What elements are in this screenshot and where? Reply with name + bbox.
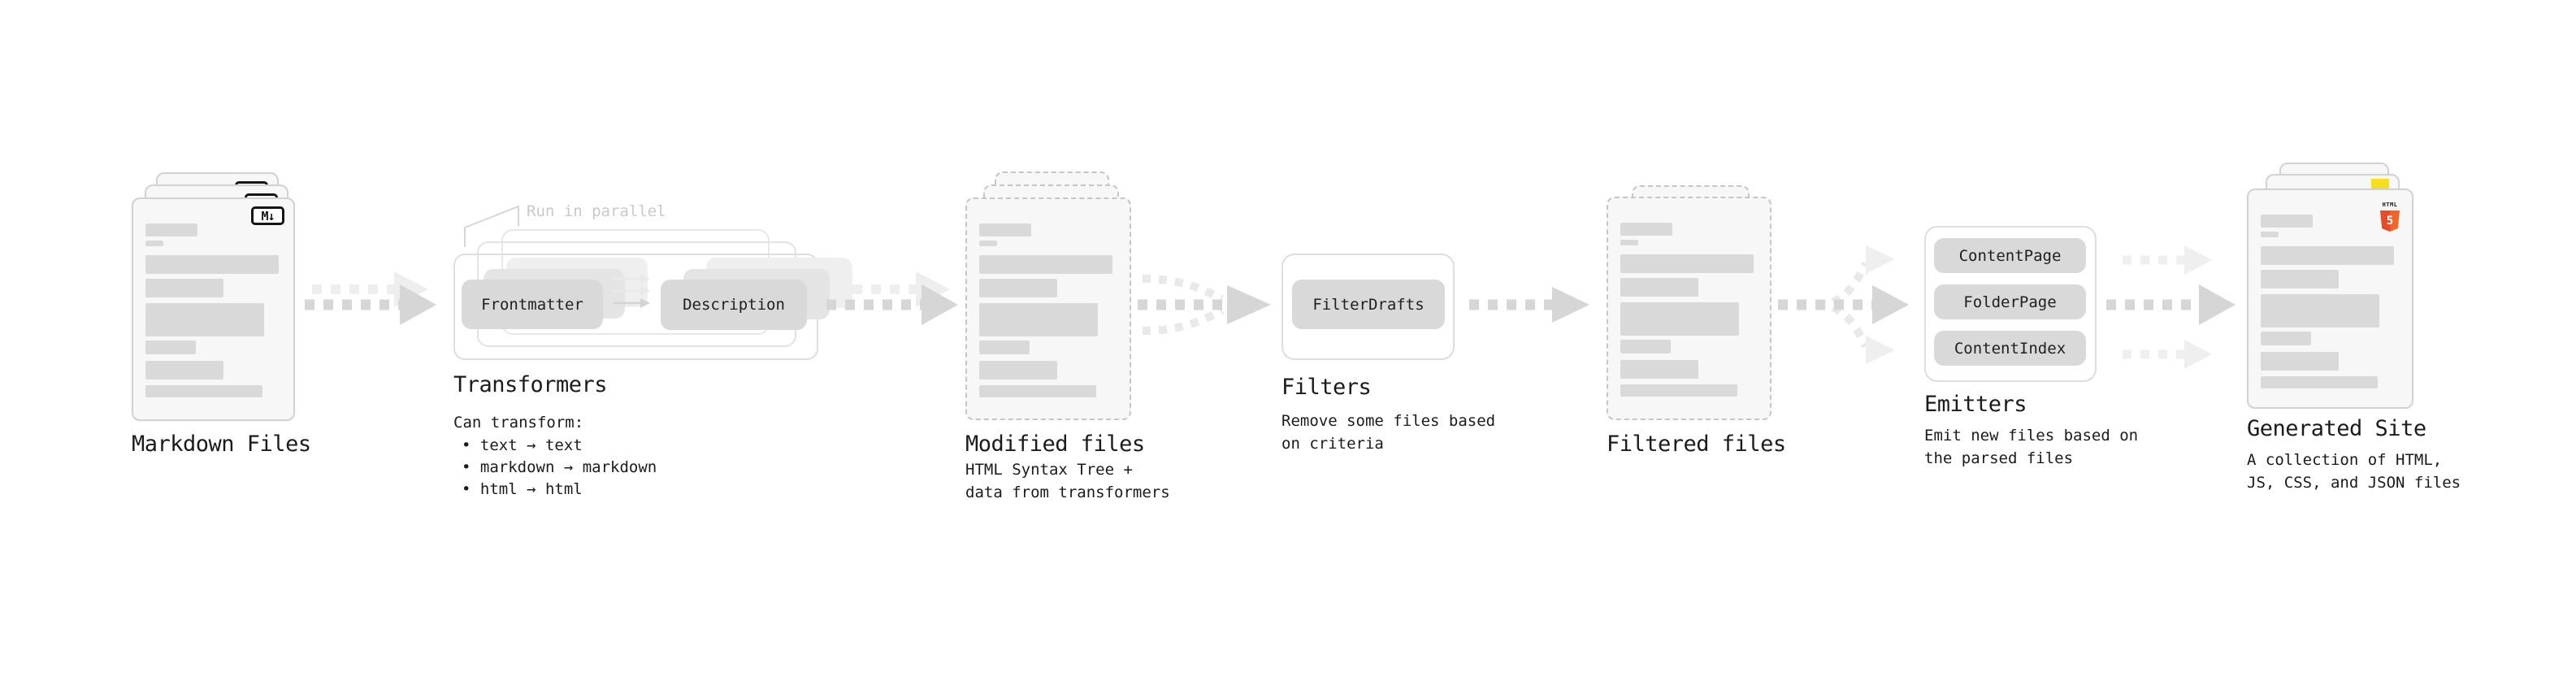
text-line-placeholder [145, 361, 223, 380]
text-line-placeholder [2261, 332, 2311, 345]
stage-title-filtered-files: Filtered files [1607, 432, 1786, 457]
transformers-bullet: • markdown → markdown [462, 458, 657, 476]
text-line-placeholder [1620, 223, 1672, 236]
js-badge-icon [2371, 179, 2389, 189]
description-node: Description [661, 280, 807, 330]
emitters-description-line: Emit new files based on [1924, 427, 2139, 445]
text-line-placeholder [1620, 278, 1698, 297]
frontmatter-node: Frontmatter [462, 280, 603, 329]
text-line-placeholder [979, 385, 1096, 397]
modified-file-card-front [965, 197, 1131, 420]
stage-title-markdown-files: Markdown Files [132, 432, 311, 457]
text-line-placeholder [2261, 294, 2379, 327]
text-line-placeholder [2261, 246, 2394, 265]
text-line-placeholder [1620, 384, 1737, 397]
filtered-file-card-front [1607, 197, 1772, 420]
flow-arrows-emitters-to-site [2106, 245, 2236, 369]
text-line-placeholder [145, 223, 197, 236]
stage-title-emitters: Emitters [1924, 392, 2027, 417]
text-line-placeholder [1620, 254, 1754, 273]
html5-badge-icon: HTML 5 [2379, 194, 2400, 232]
filters-description-line: on criteria [1281, 435, 1384, 453]
text-line-placeholder [2261, 270, 2339, 288]
stage-title-filters: Filters [1281, 375, 1372, 400]
text-line-placeholder [979, 279, 1057, 297]
transformers-bullet: • html → html [462, 480, 583, 498]
generated-site-description-line: A collection of HTML, [2247, 451, 2443, 469]
flow-arrow-filters-to-filtered [1469, 287, 1589, 323]
text-line-placeholder [2261, 352, 2339, 371]
contentindex-node: ContentIndex [1934, 331, 2086, 366]
text-line-placeholder [979, 361, 1057, 380]
text-line-placeholder [145, 279, 223, 297]
stage-title-transformers: Transformers [453, 372, 608, 397]
contentpage-node: ContentPage [1934, 238, 2086, 273]
text-line-placeholder [1620, 240, 1638, 245]
text-line-placeholder [2261, 232, 2279, 237]
transformers-bullet: • text → text [462, 436, 583, 454]
transformers-description: Can transform: [453, 414, 584, 432]
text-line-placeholder [979, 241, 997, 246]
filterdrafts-node: FilterDrafts [1292, 280, 1445, 329]
flow-arrow-filtered-to-emitters [1778, 245, 1909, 364]
markdown-file-card-front: M↓ [132, 197, 295, 421]
text-line-placeholder [145, 303, 264, 336]
emitters-description-line: the parsed files [1924, 449, 2074, 467]
filters-description-line: Remove some files based [1281, 412, 1496, 430]
text-line-placeholder [1620, 302, 1739, 336]
text-line-placeholder [2261, 215, 2313, 228]
markdown-badge-icon: M↓ [251, 206, 284, 225]
folderpage-node: FolderPage [1934, 284, 2086, 319]
run-in-parallel-annotation: Run in parallel [527, 202, 666, 220]
flow-arrow-modified-to-filters [1138, 275, 1271, 335]
text-line-placeholder [145, 385, 262, 397]
parallel-transform-arrows [613, 274, 650, 308]
text-line-placeholder [979, 255, 1112, 274]
text-line-placeholder [1620, 360, 1698, 379]
modified-files-description-line: HTML Syntax Tree + [965, 461, 1133, 479]
text-line-placeholder [145, 241, 163, 246]
flow-arrow-markdown-to-transformers [305, 271, 436, 325]
html5-shield: 5 [2380, 210, 2400, 232]
run-in-parallel-leader-line [464, 205, 519, 247]
site-file-card-html: HTML 5 [2247, 189, 2413, 409]
stage-title-modified-files: Modified files [965, 432, 1145, 457]
modified-files-description-line: data from transformers [965, 484, 1170, 501]
text-line-placeholder [979, 303, 1098, 336]
text-line-placeholder [145, 340, 196, 354]
text-line-placeholder [2261, 376, 2378, 388]
generated-site-description-line: JS, CSS, and JSON files [2247, 474, 2461, 492]
text-line-placeholder [1620, 340, 1671, 354]
stage-title-generated-site: Generated Site [2247, 416, 2426, 441]
text-line-placeholder [145, 255, 279, 274]
flow-arrow-transformers-to-modified [826, 271, 958, 325]
text-line-placeholder [979, 223, 1031, 236]
html5-badge-label: HTML [2382, 202, 2398, 208]
text-line-placeholder [979, 340, 1030, 354]
